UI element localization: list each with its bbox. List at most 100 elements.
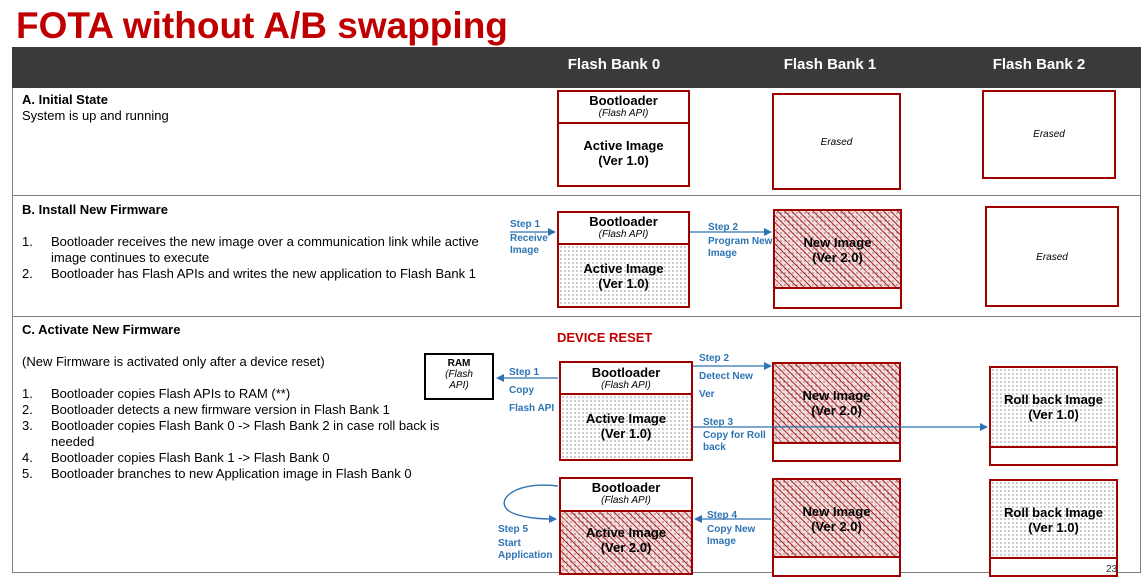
rollback-image-block: Roll back Image (Ver 1.0) xyxy=(991,368,1116,448)
list-number: 3. xyxy=(22,418,33,433)
list-item: Bootloader detects a new firmware versio… xyxy=(51,402,390,417)
row-divider xyxy=(12,316,1141,317)
bootloader-block: Bootloader (Flash API) xyxy=(559,92,688,124)
bank2-initial: Erased xyxy=(982,90,1116,179)
active-image-block: Active Image (Ver 1.0) xyxy=(559,245,688,306)
new-image-label: New Image xyxy=(803,235,872,250)
active-image-label: Active Image xyxy=(583,138,664,153)
version-label: (Ver 1.0) xyxy=(1028,407,1079,422)
column-header-flash-bank-0: Flash Bank 0 xyxy=(567,56,661,73)
bootloader-block: Bootloader (Flash API) xyxy=(561,363,691,395)
list-item: Bootloader has Flash APIs and writes the… xyxy=(51,266,476,281)
section-b-title: B. Install New Firmware xyxy=(22,202,168,217)
table-header xyxy=(12,47,1141,88)
rollback-image-label: Roll back Image xyxy=(1004,392,1103,407)
list-item: Bootloader copies Flash Bank 1 -> Flash … xyxy=(51,450,330,465)
flash-api-label: (Flash API) xyxy=(601,495,651,506)
ram-api-label: (Flash xyxy=(445,369,473,380)
ram-api-label: API) xyxy=(449,380,469,391)
active-image-block: Active Image (Ver 1.0) xyxy=(561,395,691,459)
arrow-start-application xyxy=(503,484,559,523)
row-divider xyxy=(12,195,1141,196)
page-title: FOTA without A/B swapping xyxy=(16,5,508,46)
new-image-label: New Image xyxy=(802,388,871,403)
version-label: (Ver 2.0) xyxy=(811,403,862,418)
column-header-flash-bank-2: Flash Bank 2 xyxy=(992,56,1086,73)
list-number: 4. xyxy=(22,450,33,465)
flash-api-label: (Flash API) xyxy=(598,229,649,240)
step-label: Step 2 xyxy=(708,222,739,233)
step-label: Program New xyxy=(708,236,773,247)
device-reset-label: DEVICE RESET xyxy=(557,330,653,345)
page-number: 23 xyxy=(1106,564,1118,575)
list-item: Bootloader receives the new image over a… xyxy=(51,234,479,265)
step-label: Step 1 xyxy=(509,367,540,378)
step-label: Step 2 xyxy=(699,353,730,364)
active-image-label: Active Image xyxy=(585,525,667,540)
active-image-block: Active Image (Ver 1.0) xyxy=(559,138,688,168)
new-image-block: New Image (Ver 2.0) xyxy=(774,364,899,444)
version-label: (Ver 2.0) xyxy=(811,519,862,534)
list-item: Bootloader copies Flash APIs to RAM (**) xyxy=(51,386,291,401)
list-number: 1. xyxy=(22,386,33,401)
bank0-initial: Bootloader (Flash API) Active Image (Ver… xyxy=(557,90,690,187)
list-item: Bootloader branches to new Application i… xyxy=(51,466,412,481)
step-label: Step 3 xyxy=(703,417,734,428)
version-label: (Ver 1.0) xyxy=(598,276,649,291)
step-label: Copy for Roll xyxy=(703,430,766,441)
step-label: Flash API xyxy=(509,403,555,414)
step-label: Application xyxy=(498,550,553,561)
step-label: back xyxy=(703,442,726,453)
step-label: Step 4 xyxy=(707,510,738,521)
bootloader-block: Bootloader (Flash API) xyxy=(559,213,688,245)
version-label: (Ver 1.0) xyxy=(1028,520,1079,535)
version-label: (Ver 2.0) xyxy=(812,250,863,265)
list-number: 5. xyxy=(22,466,33,481)
rollback-image-label: Roll back Image xyxy=(1004,505,1103,520)
step-label: Start xyxy=(498,538,521,549)
section-a-subtitle: System is up and running xyxy=(22,108,169,123)
new-image-block: New Image (Ver 2.0) xyxy=(774,480,899,558)
step-label: Step 5 xyxy=(498,524,529,535)
bank0-activate: Bootloader (Flash API) Active Image (Ver… xyxy=(559,361,693,461)
erased-label: Erased xyxy=(1033,129,1065,140)
version-label: (Ver 2.0) xyxy=(600,540,652,555)
section-c-note: (New Firmware is activated only after a … xyxy=(22,354,325,369)
bank1-activate-after: New Image (Ver 2.0) xyxy=(772,478,901,577)
step-label: Ver xyxy=(699,389,715,400)
bank1-install: New Image (Ver 2.0) xyxy=(773,209,902,309)
step-label: Image xyxy=(510,245,539,256)
bank2-install: Erased xyxy=(985,206,1119,307)
erased-label: Erased xyxy=(1036,252,1068,263)
version-label: (Ver 1.0) xyxy=(598,153,649,168)
active-image-block: Active Image (Ver 2.0) xyxy=(561,512,691,573)
bootloader-block: Bootloader (Flash API) xyxy=(561,479,691,512)
ram-label: RAM xyxy=(447,358,471,369)
list-number: 2. xyxy=(22,266,33,281)
step-label: Copy New xyxy=(707,524,756,535)
erased-label: Erased xyxy=(820,137,853,148)
bank2-activate-after: Roll back Image (Ver 1.0) xyxy=(989,479,1118,577)
bank1-activate: New Image (Ver 2.0) xyxy=(772,362,901,462)
flash-api-label: (Flash API) xyxy=(601,380,651,391)
section-a-title: A. Initial State xyxy=(22,92,108,107)
table-border-right xyxy=(1140,88,1141,573)
step-label: Step 1 xyxy=(510,219,541,230)
section-c-title: C. Activate New Firmware xyxy=(22,322,181,337)
step-label: Receive xyxy=(510,233,548,244)
step-label: Image xyxy=(707,536,736,547)
bank2-activate: Roll back Image (Ver 1.0) xyxy=(989,366,1118,466)
rollback-image-block: Roll back Image (Ver 1.0) xyxy=(991,481,1116,559)
flash-api-label: (Flash API) xyxy=(598,108,649,119)
column-header-flash-bank-1: Flash Bank 1 xyxy=(783,56,877,73)
bank0-install: Bootloader (Flash API) Active Image (Ver… xyxy=(557,211,690,308)
list-item: Bootloader copies Flash Bank 0 -> Flash … xyxy=(51,418,440,449)
bootloader-label: Bootloader xyxy=(589,214,658,229)
ram-block: RAM (Flash API) xyxy=(424,353,494,400)
new-image-label: New Image xyxy=(802,504,871,519)
bootloader-label: Bootloader xyxy=(591,365,661,380)
table-border-left xyxy=(12,88,13,573)
bank0-updated: Bootloader (Flash API) Active Image (Ver… xyxy=(559,477,693,575)
version-label: (Ver 1.0) xyxy=(600,426,652,441)
